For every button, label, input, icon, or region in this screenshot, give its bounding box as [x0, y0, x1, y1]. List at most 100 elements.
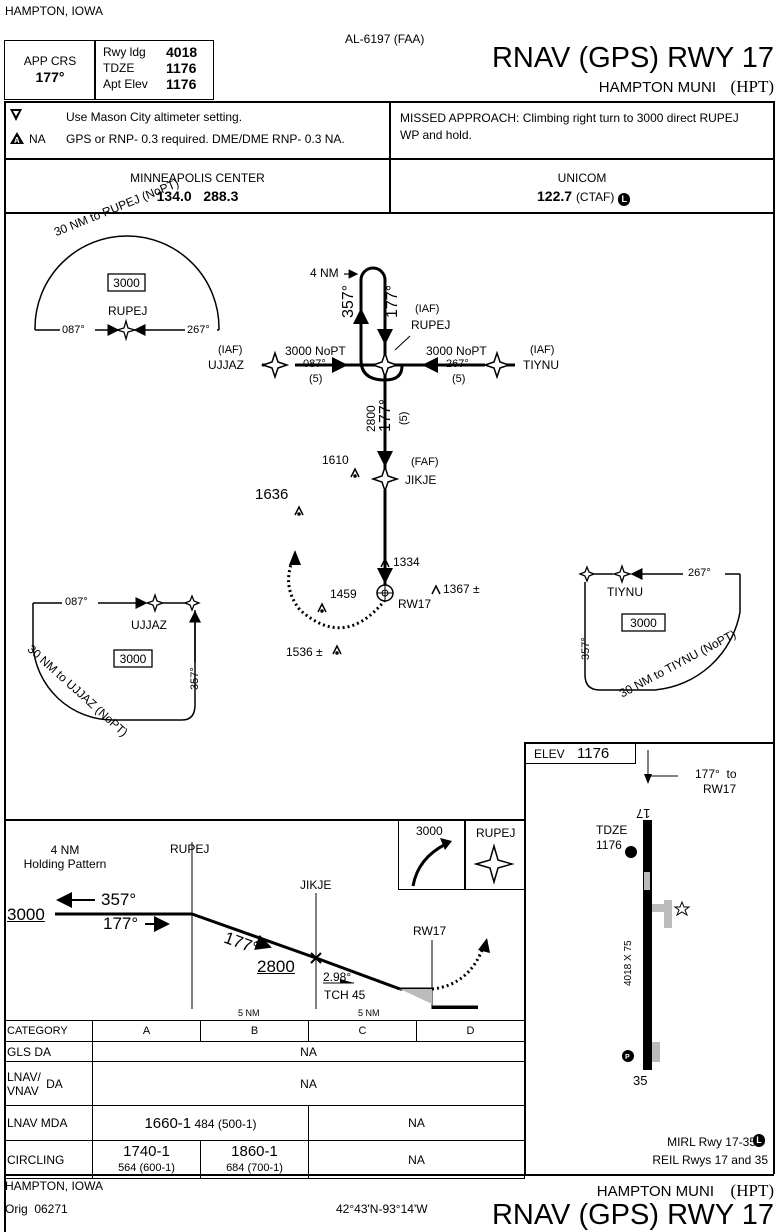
tiynu-dist: (5): [452, 373, 466, 385]
ujjaz-dist: (5): [309, 373, 323, 385]
svg-text:A: A: [14, 136, 20, 145]
final-177: 177°: [377, 398, 394, 432]
category-c: C: [308, 1020, 417, 1042]
gls-value: NA: [92, 1041, 525, 1062]
ctaf-label: (CTAF): [575, 190, 615, 204]
lnav-vnav-da: DA: [46, 1076, 63, 1091]
taa-rupej-alt: 3000: [113, 276, 140, 290]
jikje-waypoint-icon: [370, 464, 400, 494]
airport-box-left: [524, 742, 526, 1175]
rwy-ldg-label: Rwy ldg: [103, 45, 146, 59]
elev-box: [524, 742, 636, 764]
footer-title: RNAV (GPS) RWY 17: [491, 1199, 774, 1231]
jikje-name: JIKJE: [405, 473, 437, 487]
center-frequencies: 134.0 288.3: [156, 188, 239, 204]
taa-tiynu-name: TIYNU: [607, 585, 643, 599]
tiynu-taa-waypoint-icon: [611, 563, 633, 585]
na-label: NA: [29, 132, 46, 146]
circling-a-value: 1740-1: [123, 1142, 170, 1160]
profile-alt-3000: 3000: [7, 905, 45, 924]
ma-box-divider: [464, 819, 466, 890]
ujjaz-taa-waypoint-icon: [144, 592, 166, 614]
lighting-note-1: MIRL Rwy 17-35: [667, 1135, 756, 1149]
lnav-mda-sub: 484 (500-1): [194, 1116, 257, 1131]
briefing-divider: [94, 40, 96, 100]
obstacle-1636-icon: [294, 505, 304, 516]
lnav-vnav-label: LNAV/ VNAV DA: [4, 1061, 93, 1106]
obstacle-1334-icon: [380, 557, 390, 568]
rupej-waypoint-icon: [370, 350, 400, 380]
obstacle-1536: 1536 ±: [286, 645, 323, 659]
nonstandard-takeoff-icon: [10, 109, 22, 121]
taa-rupej-087: 087°: [62, 324, 85, 336]
unicom-name: UNICOM: [557, 171, 607, 185]
elev-value: 1176: [577, 745, 610, 762]
taa-tiynu-boundary: [584, 574, 741, 691]
parking-icon: [622, 1050, 634, 1062]
hold-177: 177°: [384, 284, 401, 318]
airport-beacon-icon: [673, 900, 691, 917]
lnav-mda-ab: 1660-1 484 (500-1): [92, 1105, 309, 1141]
obstacle-1636: 1636: [255, 486, 289, 503]
obstacle-1334: 1334: [393, 555, 420, 569]
taa-tiynu-alt-box: [621, 613, 666, 632]
unicom-frequency-line: 122.7 (CTAF) L: [537, 188, 631, 206]
pcl-icon-2: L: [753, 1134, 765, 1147]
profile-nm-2: 5 NM: [356, 1008, 382, 1018]
circling-b-sub: 684 (700-1): [226, 1161, 283, 1174]
footer-orig: Orig 06271: [5, 1202, 68, 1216]
hold-label2: Holding Pattern: [23, 857, 107, 871]
rw17-name: RW17: [398, 597, 432, 611]
ma-waypoint-icon: [473, 843, 515, 885]
app-crs-label: APP CRS: [23, 54, 77, 68]
profile-top-border: [4, 819, 525, 821]
lnav-vnav-value: NA: [92, 1061, 525, 1106]
tiynu-iaf: (IAF): [530, 344, 555, 356]
taa-rupej-arc: [34, 235, 220, 329]
taa-tiynu-alt: 3000: [630, 616, 657, 630]
hold-357: 357°: [340, 284, 357, 318]
notes-divider: [389, 101, 391, 213]
runway-dimensions: 4018 X 75: [623, 940, 634, 986]
circling-a: 1740-1 564 (600-1): [92, 1140, 201, 1179]
ujjaz-name: UJJAZ: [208, 358, 244, 372]
profile-alt-2800: 2800: [257, 957, 295, 976]
taa-ujjaz-boundary: [32, 603, 196, 721]
category-a: A: [92, 1020, 201, 1042]
profile-descent-2: [315, 956, 401, 991]
category-d: D: [416, 1020, 525, 1042]
runway-17-35: [643, 820, 652, 1070]
taa-rupej-267: 267°: [187, 324, 210, 336]
rnp-note: GPS or RNP- 0.3 required. DME/DME RNP- 0…: [66, 132, 345, 146]
tiynu-taa-corner-waypoint-icon: [578, 565, 596, 583]
ma-fix: RUPEJ: [476, 826, 516, 840]
lnav-mda-value: 1660-1: [144, 1114, 192, 1132]
taa-rupej-name: RUPEJ: [108, 304, 148, 318]
rupej-taa-waypoint-icon: [114, 318, 138, 342]
tdze-value: 1176: [166, 60, 197, 76]
apt-elev-label: Apt Elev: [103, 77, 148, 91]
svg-text:P: P: [625, 1054, 630, 1061]
profile-descent-1: [191, 912, 317, 960]
lighting-note-2: REIL Rwys 17 and 35: [652, 1153, 768, 1167]
ad-tdze-value: 1176: [596, 838, 622, 852]
obstacle-1536-icon: [332, 644, 342, 655]
rupej-name: RUPEJ: [411, 318, 451, 332]
rwy-ldg-value: 4018: [166, 44, 198, 60]
alternate-minimums-icon: A: [10, 132, 24, 145]
ujjaz-087: 087°: [303, 358, 326, 370]
airport-name: HAMPTON MUNI: [598, 79, 716, 96]
profile-crs-357: 357°: [101, 890, 137, 909]
obstacle-1367: 1367 ±: [443, 582, 480, 596]
circling-cd: NA: [308, 1140, 525, 1179]
tiynu-nopt: 3000 NoPT: [426, 344, 487, 358]
runway-17-label: 17: [636, 806, 651, 821]
taa-tiynu-357: 357°: [580, 637, 592, 660]
apt-elev-value: 1176: [166, 76, 197, 92]
hold-4nm: 4 NM: [310, 266, 339, 280]
tiynu-name: TIYNU: [523, 358, 559, 372]
document-id: AL-6197 (FAA): [345, 32, 425, 46]
taa-rupej-alt-box: [107, 273, 146, 292]
circling-b: 1860-1 684 (700-1): [200, 1140, 309, 1179]
right-border: [773, 101, 775, 1174]
